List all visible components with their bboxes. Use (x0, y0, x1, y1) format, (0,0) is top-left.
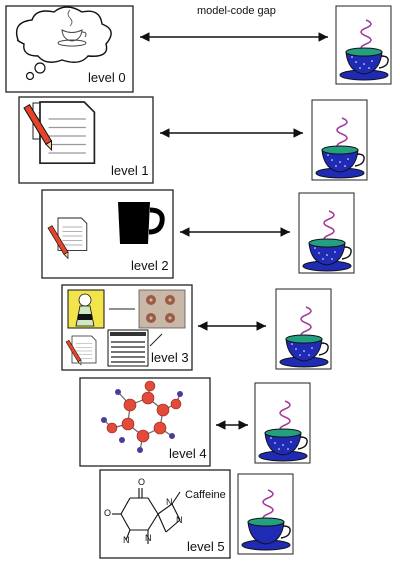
level-3-label: level 3 (151, 350, 189, 365)
formula-n-bottom: N (145, 533, 152, 543)
formula-n-ring: N (176, 515, 183, 525)
level-0-label: level 0 (88, 70, 126, 85)
level-2-label: level 2 (131, 258, 169, 273)
level-0-box-frame (5, 5, 134, 93)
coffee-cup-5 (237, 473, 294, 555)
level-5-label: level 5 (187, 539, 225, 554)
level-1-label: level 1 (111, 163, 149, 178)
formula-n-right: N (166, 497, 173, 507)
model-code-gap-caption: model-code gap (197, 5, 276, 17)
formula-o-left: O (104, 508, 112, 518)
formula-n-left: N (123, 535, 130, 545)
formula-o-top: O (138, 477, 146, 487)
caffeine-label: Caffeine (185, 489, 226, 501)
level-4-label: level 4 (169, 446, 207, 461)
